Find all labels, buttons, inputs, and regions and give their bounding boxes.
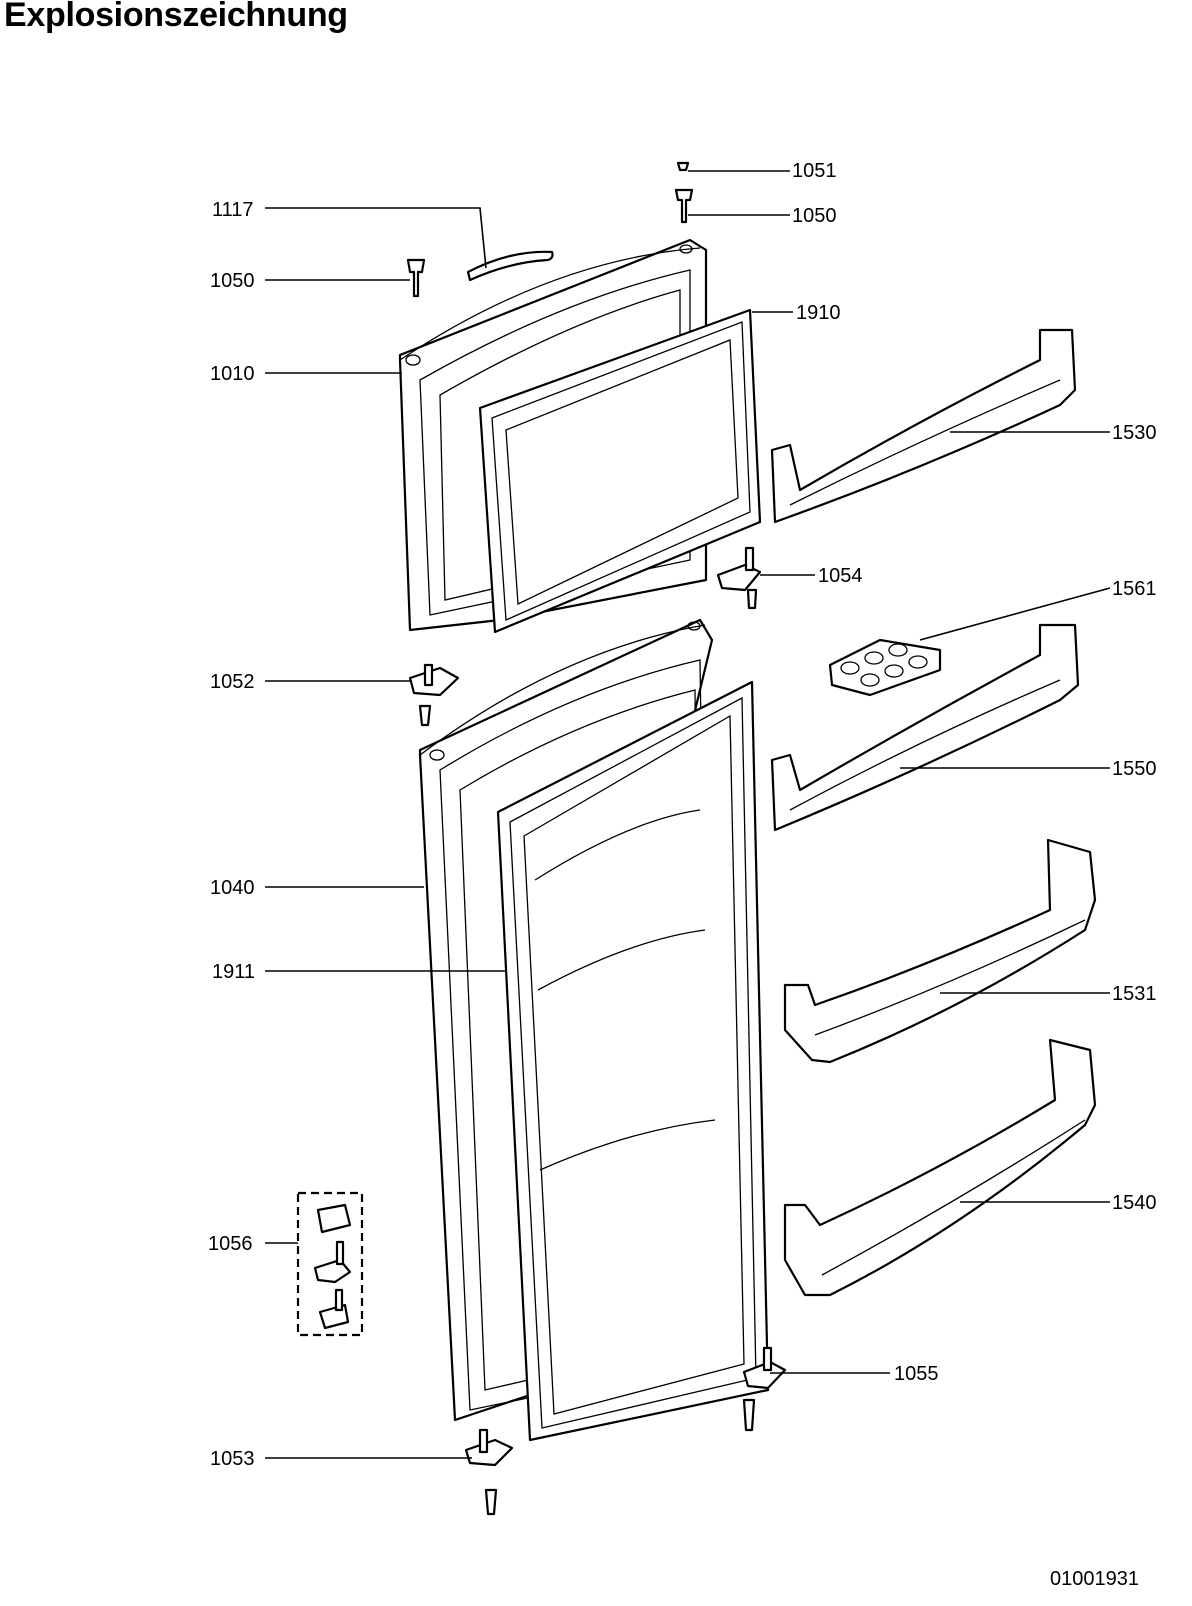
callout-1050-top: 1050	[792, 205, 837, 227]
door-shelf-1531	[783, 838, 1097, 1064]
callout-1052: 1052	[210, 671, 255, 693]
callout-1051: 1051	[792, 160, 837, 182]
page-title: Explosionszeichnung	[4, 0, 348, 34]
freezer-gasket-1910	[478, 308, 762, 634]
egg-tray-1561	[828, 638, 942, 697]
hinge-1053	[464, 1428, 514, 1516]
callout-1910: 1910	[796, 302, 841, 324]
callout-1530: 1530	[1112, 422, 1157, 444]
hinge-kit-1056	[296, 1191, 364, 1337]
door-shelf-1530	[770, 328, 1077, 524]
callout-1561: 1561	[1112, 578, 1157, 600]
hinge-pin-1050-left	[406, 258, 426, 298]
callout-1050-left: 1050	[210, 270, 255, 292]
callout-1055: 1055	[894, 1363, 939, 1385]
hinge-1055	[742, 1346, 787, 1432]
callout-1550: 1550	[1112, 758, 1157, 780]
callout-1540: 1540	[1112, 1192, 1157, 1214]
door-shelf-1540	[783, 1038, 1097, 1297]
callout-1040: 1040	[210, 877, 255, 899]
fridge-gasket-1911	[496, 680, 770, 1442]
document-id: 01001931	[1050, 1568, 1139, 1590]
door-shelf-1550	[770, 623, 1080, 832]
callout-1911: 1911	[212, 961, 255, 983]
callout-1056: 1056	[208, 1233, 253, 1255]
callout-1053: 1053	[210, 1448, 255, 1470]
handle-1117	[466, 250, 554, 282]
callout-1010: 1010	[210, 363, 255, 385]
hinge-pin-1050-top	[674, 188, 694, 224]
callout-1054: 1054	[818, 565, 863, 587]
hinge-1054	[716, 546, 762, 610]
callout-1531: 1531	[1112, 983, 1157, 1005]
callout-1117: 1117	[212, 199, 254, 221]
hinge-1052	[408, 663, 460, 727]
screw-1051	[676, 161, 690, 172]
leader-lines	[265, 170, 1111, 1459]
